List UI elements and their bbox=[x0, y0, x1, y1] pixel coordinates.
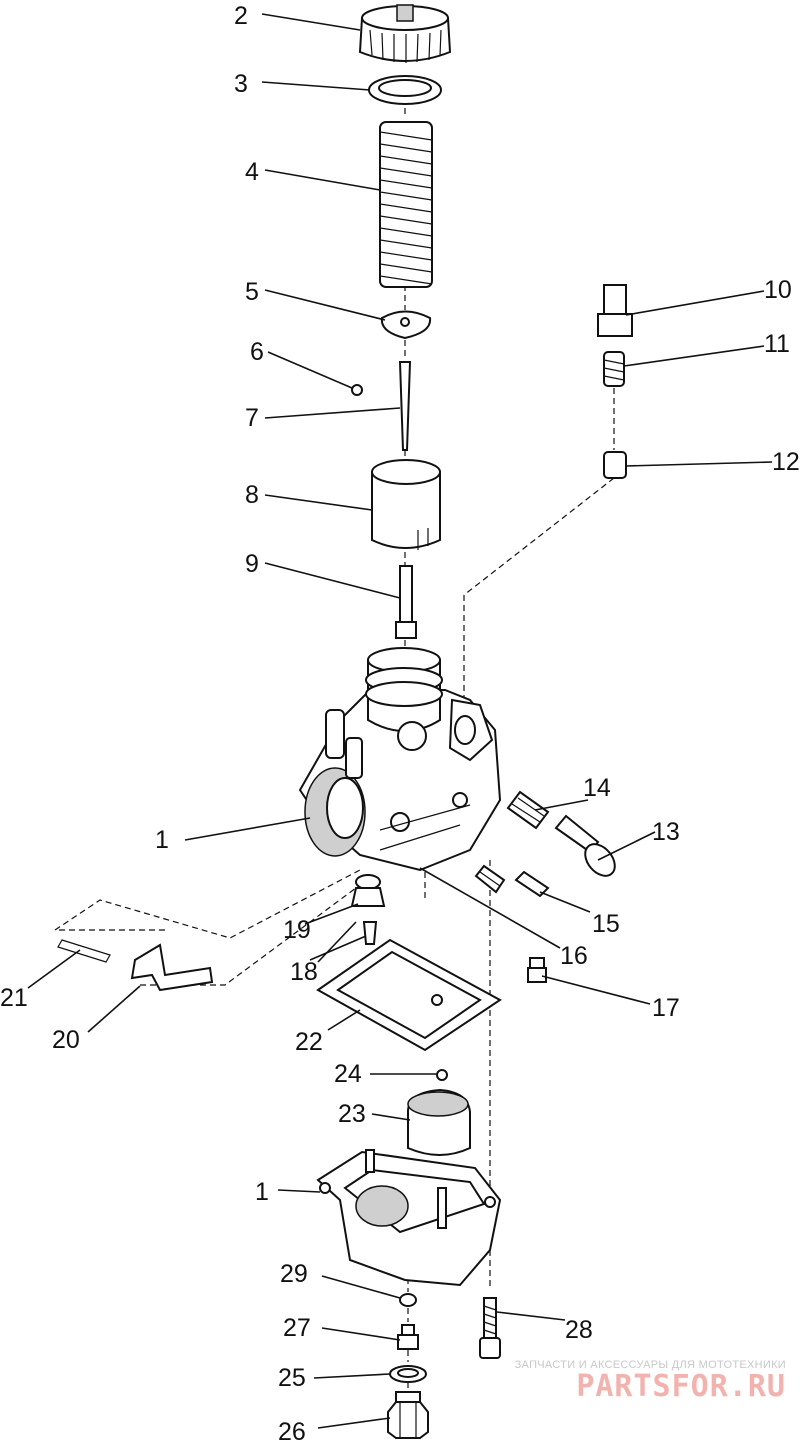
callout-float-bowl: 1 bbox=[255, 1178, 269, 1206]
leader-lines bbox=[27, 13, 773, 1429]
callout-float-bowl-gasket: 22 bbox=[295, 1028, 323, 1056]
callout-jet-needle: 7 bbox=[245, 404, 259, 432]
axis-line bbox=[140, 884, 361, 986]
float-needle-icon bbox=[362, 921, 378, 945]
main-jet-washer-icon bbox=[399, 1293, 417, 1307]
bowl-screw-icon bbox=[479, 1297, 501, 1359]
watermark-brand: PARTSFOR.RU bbox=[576, 1369, 786, 1404]
idle-spring-icon bbox=[506, 790, 550, 830]
main-jet-icon bbox=[397, 1324, 419, 1350]
ball-icon bbox=[436, 1069, 448, 1081]
float-bowl-gasket-icon bbox=[316, 938, 502, 1052]
callout-float-arm: 20 bbox=[52, 1026, 80, 1054]
callout-drain-plug: 26 bbox=[278, 1418, 306, 1443]
callout-idle-screw: 13 bbox=[652, 818, 680, 846]
callout-starter-spring: 11 bbox=[764, 330, 790, 358]
needle-jet-icon bbox=[395, 565, 417, 639]
callout-throttle-valve: 8 bbox=[245, 481, 259, 509]
callout-float: 23 bbox=[338, 1100, 366, 1128]
watermark-subtitle: ЗАПЧАСТИ И АКСЕССУАРЫ ДЛЯ МОТОТЕХНИКИ bbox=[514, 1359, 786, 1371]
callout-needle-retainer: 5 bbox=[245, 278, 259, 306]
callout-air-screw-spring: 16 bbox=[560, 942, 588, 970]
air-screw-icon bbox=[514, 870, 550, 898]
carburetor-body-icon bbox=[298, 647, 502, 872]
float-icon bbox=[407, 1088, 471, 1156]
callout-float-needle: 18 bbox=[290, 958, 318, 986]
air-screw-spring-icon bbox=[474, 864, 506, 894]
callout-starter-fitting: 10 bbox=[764, 276, 792, 304]
washer-icon bbox=[368, 75, 442, 105]
jet-needle-icon bbox=[398, 361, 412, 451]
throttle-valve-icon bbox=[371, 459, 441, 550]
pilot-jet-icon bbox=[527, 957, 547, 983]
callout-float-arm-pin: 21 bbox=[0, 984, 28, 1012]
callout-needle-jet: 9 bbox=[245, 550, 259, 578]
drain-plug-washer-icon bbox=[389, 1365, 427, 1383]
callout-cap: 2 bbox=[234, 2, 248, 30]
callout-main-jet-washer: 29 bbox=[280, 1260, 308, 1288]
float-bowl-icon bbox=[316, 1149, 502, 1287]
callout-washer: 3 bbox=[234, 70, 248, 98]
callout-ball: 24 bbox=[334, 1060, 362, 1088]
axis-line bbox=[53, 869, 361, 939]
cap-icon bbox=[358, 4, 452, 63]
callout-carburetor-body: 1 bbox=[155, 826, 169, 854]
needle-retainer-plate-icon bbox=[380, 310, 432, 340]
callout-idle-spring: 14 bbox=[583, 774, 611, 802]
callout-valve-seat: 19 bbox=[283, 916, 311, 944]
starter-plunger-icon bbox=[603, 451, 627, 479]
spring-icon bbox=[379, 121, 433, 288]
callout-pilot-jet: 17 bbox=[652, 994, 680, 1022]
callout-e-clip: 6 bbox=[250, 338, 264, 366]
callout-spring: 4 bbox=[245, 158, 259, 186]
callout-drain-plug-washer: 25 bbox=[278, 1364, 306, 1392]
float-arm-icon bbox=[57, 939, 214, 992]
watermark: ЗАПЧАСТИ И АКСЕССУАРЫ ДЛЯ МОТОТЕХНИКИ PA… bbox=[515, 1359, 786, 1403]
valve-seat-icon bbox=[350, 874, 386, 907]
callout-bowl-screw: 28 bbox=[565, 1316, 593, 1344]
drain-plug-icon bbox=[387, 1391, 429, 1439]
callout-air-screw: 15 bbox=[592, 910, 620, 938]
axis-line bbox=[463, 477, 615, 596]
callout-main-jet: 27 bbox=[283, 1314, 311, 1342]
starter-fitting-icon bbox=[597, 284, 633, 337]
starter-spring-icon bbox=[603, 351, 625, 387]
idle-screw-icon bbox=[554, 814, 616, 877]
e-clip-icon bbox=[351, 384, 363, 396]
callout-starter-plunger: 12 bbox=[772, 448, 800, 476]
